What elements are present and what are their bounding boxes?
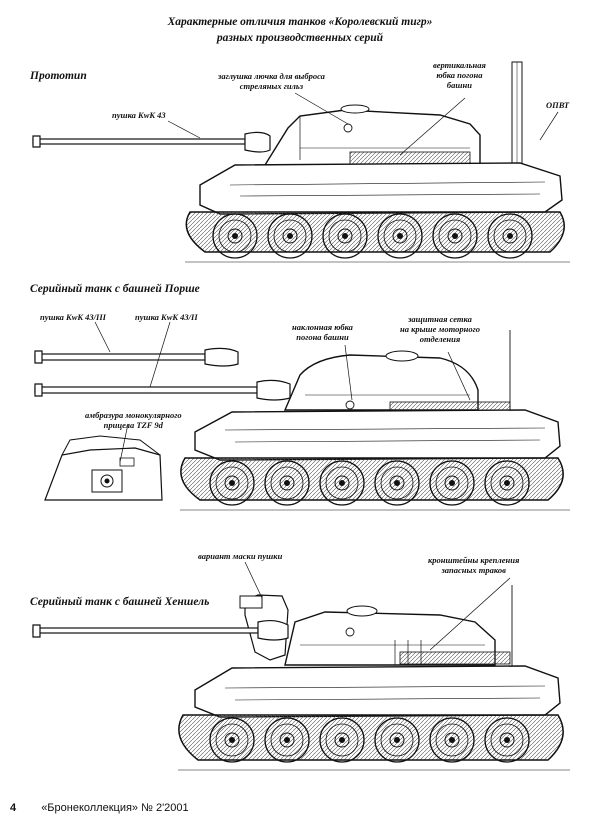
page-number: 4 xyxy=(10,802,17,814)
label-engine-mesh-line-3: отделения xyxy=(419,334,461,344)
magazine-issue: «Бронеколлекция» № 2'2001 xyxy=(41,802,189,814)
section-title-henschel: Серийный танк с башней Хеншель xyxy=(30,596,210,608)
label-casing-cap-line-1: заглушка лючка для выброса xyxy=(218,71,325,81)
label-vertical-skirt: вертикальная юбка погона башни xyxy=(433,60,486,90)
label-engine-mesh: защитная сетка на крыше моторного отделе… xyxy=(400,314,480,344)
label-sloped-skirt-line-2: погона башни xyxy=(296,332,349,342)
label-sloped-skirt-line-1: наклонная юбка xyxy=(292,322,353,332)
label-engine-mesh-line-2: на крыше моторного xyxy=(400,324,480,334)
tank-prototype-drawing xyxy=(32,61,570,263)
tank-porsche-drawing xyxy=(34,330,570,511)
title-line-2: разных производственных серий xyxy=(216,32,384,44)
label-track-brackets: кронштейны крепления запасных траков xyxy=(428,555,519,575)
tank-henschel-drawing xyxy=(32,585,570,771)
label-sight-embrasure-line-1: амбразура монокулярного xyxy=(85,410,182,420)
title-line-1: Характерные отличия танков «Королевский … xyxy=(167,16,433,28)
label-opvt: ОПВТ xyxy=(546,100,570,110)
label-casing-cap: заглушка лючка для выброса стреляных гил… xyxy=(218,71,325,91)
sight-embrasure-inset xyxy=(44,435,163,501)
leader-lines-porsche xyxy=(94,321,471,463)
label-sloped-skirt: наклонная юбка погона башни xyxy=(292,322,353,342)
page-footer: 4 «Бронеколлекция» № 2'2001 xyxy=(10,802,189,814)
page-title: Характерные отличия танков «Королевский … xyxy=(0,14,600,46)
label-track-brackets-line-2: запасных траков xyxy=(441,565,506,575)
label-vertical-skirt-line-3: башни xyxy=(446,80,472,90)
leader-lines-prototype xyxy=(167,92,559,156)
label-casing-cap-line-2: стреляных гильз xyxy=(239,81,304,91)
label-gun-kwk43-ii: пушка KwK 43/II xyxy=(135,312,198,322)
label-engine-mesh-line-1: защитная сетка xyxy=(408,314,472,324)
section-title-prototype: Прототип xyxy=(30,70,87,82)
label-sight-embrasure: амбразура монокулярного прицела TZF 9d xyxy=(85,410,182,430)
label-track-brackets-line-1: кронштейны крепления xyxy=(428,555,520,565)
label-sight-embrasure-line-2: прицела TZF 9d xyxy=(103,420,163,430)
label-vertical-skirt-line-2: юбка погона xyxy=(436,70,483,80)
label-vertical-skirt-line-1: вертикальная xyxy=(433,60,486,70)
leader-lines-henschel xyxy=(244,561,511,651)
section-title-porsche: Серийный танк с башней Порше xyxy=(30,283,200,295)
label-gun-kwk43-iii: пушка KwK 43/III xyxy=(40,312,106,322)
label-mantlet-variant: вариант маски пушки xyxy=(198,551,283,561)
label-gun-kwk43: пушка KwK 43 xyxy=(112,110,166,120)
